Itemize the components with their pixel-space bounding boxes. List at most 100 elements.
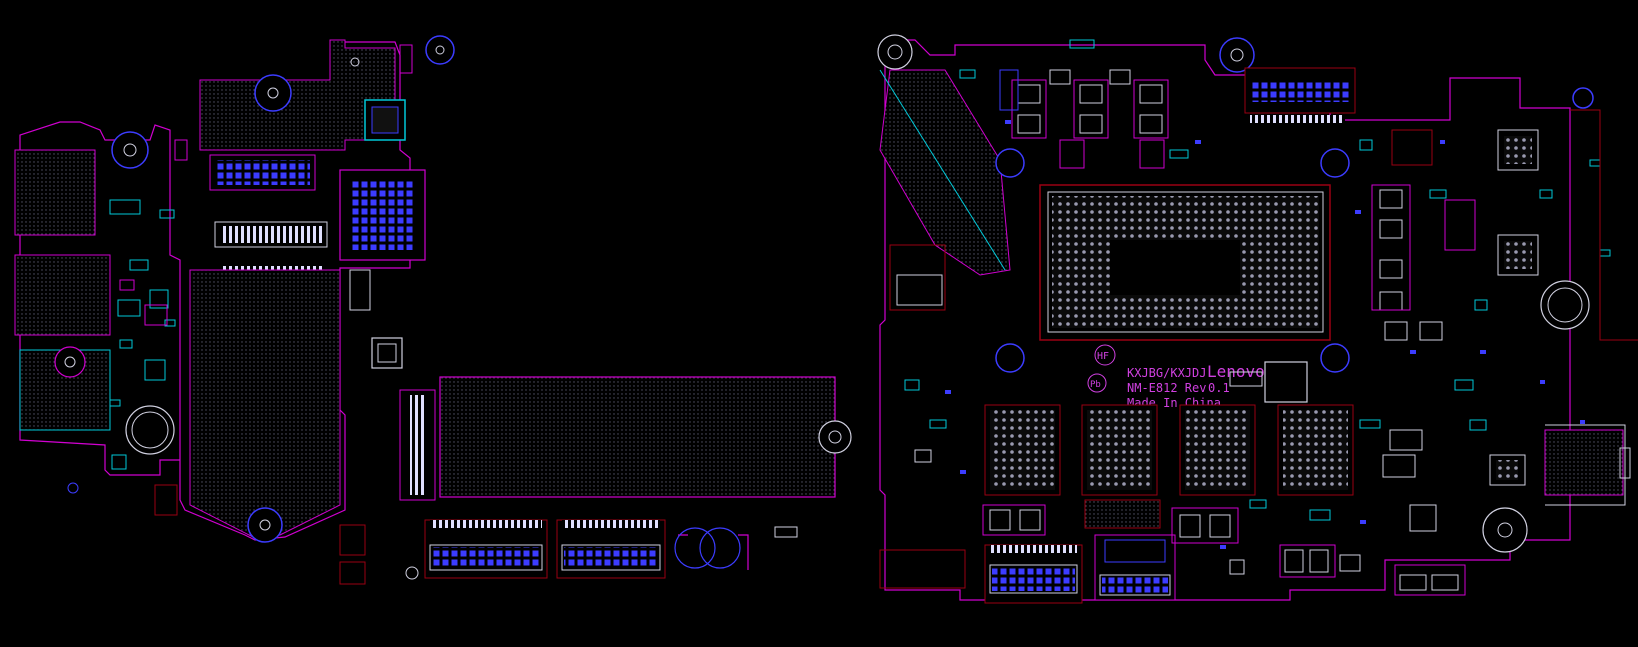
chip-u8 [896,274,943,306]
components-left-cluster-magenta [119,139,188,326]
connector-bottom-2-strip [562,520,660,528]
ssd-screw-inner [828,430,842,444]
mount-hole [425,35,455,65]
connector-ribbon-pins [220,226,322,243]
mount-hole [1482,507,1528,553]
pb-mark-circle [1087,373,1107,393]
via-hole [67,482,79,494]
mount-hole [995,148,1025,178]
connector-bottom-3-strip [990,545,1077,553]
power-components-right-magenta [1371,184,1476,311]
board-revision-text: 0.1 [1208,381,1230,395]
component-area [1084,499,1161,529]
power-components-top [1017,69,1163,134]
coin-battery-left [125,405,175,455]
mount-hole-inner [435,45,445,55]
mount-hole [1320,148,1350,178]
mount-hole-inner [267,87,279,99]
cpu-die-area [1110,240,1240,295]
board-model-text: KXJBG/KXJDJ [1127,366,1206,380]
usb-port-lower [14,254,111,336]
right-board-outline [879,39,1571,601]
small-component [399,44,413,74]
mount-hole [1320,343,1350,373]
mount-hole [1219,37,1255,73]
audio-jack-right [1544,429,1624,496]
chip-u5-balls [1504,241,1532,269]
connector-bottom-4-pins [1102,577,1168,593]
battery-area [189,269,341,539]
edge-trace [1545,424,1626,506]
power-components-top-magenta [1011,79,1169,169]
mount-hole-inner [1230,48,1244,62]
component-outline [1391,129,1433,166]
memory-chip-4-balls [1283,410,1348,490]
mount-hole [247,507,283,543]
components-scattered-cyan [904,39,1611,521]
mount-hole [54,346,86,378]
memory-chip-3-balls [1185,410,1250,490]
chip-u4-balls [1504,136,1532,164]
m2-ssd-slot [439,376,836,498]
component-outline [774,526,798,538]
hf-mark-circle [1094,344,1116,366]
mount-hole [111,131,149,169]
chip-u2-inner [377,343,397,363]
component-outline [1389,429,1423,451]
connector-vertical-pins [410,395,425,495]
left-board [14,35,852,585]
memory-chip-2-balls [1087,410,1152,490]
components-scattered-blue [945,120,1585,549]
power-components-right [1379,189,1443,341]
ssd-screw-hole [818,420,852,454]
component-outline [339,524,366,556]
edge-trace [1570,109,1638,341]
component-outline [1382,454,1416,478]
coin-battery-inner [131,411,169,449]
connector-top-right-strip [1250,115,1345,123]
via-hole [350,57,360,67]
mount-hole-inner [1497,522,1513,538]
mount-hole [995,343,1025,373]
heatsink-edge [879,69,1006,271]
component-outline [339,561,366,585]
connector-bottom-1-pins [432,547,540,568]
left-board-outline [19,41,411,541]
via-hole [405,566,419,580]
memory-chips [984,404,1354,496]
components-bottom-right-magenta [982,504,1336,578]
components-left-cluster [109,199,176,470]
component-outline [879,549,966,589]
bga-chip-left-balls [350,180,415,250]
mount-hole [877,34,913,70]
board-number-text: NM-E812 Rev [1127,381,1206,395]
connector-top-right-pins [1250,80,1350,102]
usb-port-upper [14,149,96,236]
chip-u6-balls [1496,460,1518,480]
right-board: KXJBG/KXJDJ Lenovo NM-E812 Rev 0.1 Made … [877,34,1638,604]
component-outline [889,244,946,311]
component-outline [999,69,1019,111]
hinge-spring [674,527,749,570]
component-outline [154,484,178,516]
chip-u2 [371,337,403,369]
top-bracket-outline [199,39,396,151]
mount-hole-inner [887,44,903,60]
components-bottom-right [989,509,1361,575]
chip-u7 [1409,504,1437,532]
hf-mark-text: HF [1097,351,1109,362]
component-outline [1229,371,1263,387]
connector-bottom-1-strip [430,520,542,528]
connector-bottom-2-pins [564,547,658,568]
chip-u3 [1264,361,1308,403]
mount-hole-inner [259,519,271,531]
mount-hole [1572,87,1594,109]
memory-chip-1-balls [990,410,1055,490]
component-outline [914,449,932,463]
mount-hole-inner [123,143,137,157]
component-outline [349,269,371,311]
connector-pads [215,160,310,185]
mount-hole [254,74,292,112]
pb-mark-text: Pb [1090,380,1101,390]
